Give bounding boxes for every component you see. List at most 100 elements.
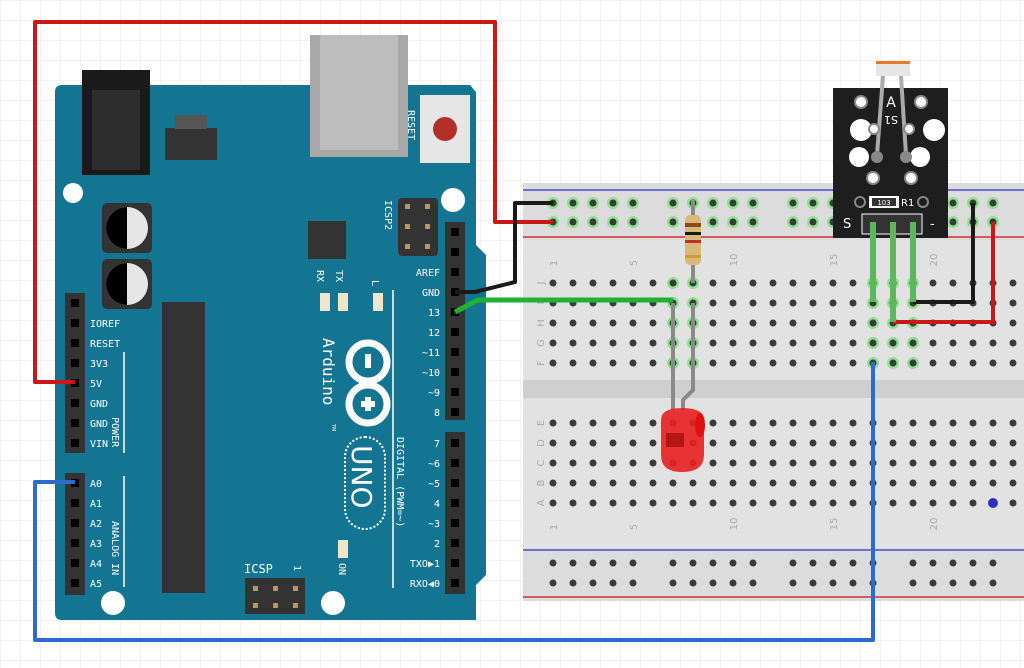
rail-hole[interactable] [709, 579, 717, 587]
rail-hole[interactable] [689, 579, 697, 587]
header-pin[interactable] [451, 439, 459, 447]
header-pin[interactable] [71, 539, 79, 547]
breadboard-hole[interactable] [769, 479, 777, 487]
breadboard-hole[interactable] [669, 279, 677, 287]
breadboard-hole[interactable] [549, 359, 557, 367]
breadboard-hole[interactable] [629, 479, 637, 487]
rail-hole[interactable] [729, 579, 737, 587]
breadboard-hole[interactable] [729, 279, 737, 287]
breadboard-hole[interactable] [729, 499, 737, 507]
breadboard-hole[interactable] [929, 359, 937, 367]
rail-hole[interactable] [749, 199, 757, 207]
rail-hole[interactable] [629, 199, 637, 207]
header-pin[interactable] [451, 539, 459, 547]
header-pin[interactable] [71, 419, 79, 427]
breadboard-hole[interactable] [989, 439, 997, 447]
breadboard-hole[interactable] [929, 479, 937, 487]
photoresistor-module[interactable]: A S1 103 R1 S - [833, 61, 948, 322]
breadboard-hole[interactable] [589, 359, 597, 367]
breadboard-hole[interactable] [649, 459, 657, 467]
breadboard-hole[interactable] [929, 459, 937, 467]
rail-hole[interactable] [709, 218, 717, 226]
rail-hole[interactable] [709, 559, 717, 567]
breadboard-hole[interactable] [729, 459, 737, 467]
header-pin[interactable] [71, 319, 79, 327]
breadboard-hole[interactable] [909, 439, 917, 447]
breadboard-hole[interactable] [589, 439, 597, 447]
breadboard-hole[interactable] [609, 319, 617, 327]
breadboard-hole[interactable] [609, 479, 617, 487]
rail-hole[interactable] [569, 199, 577, 207]
breadboard-hole[interactable] [1009, 479, 1017, 487]
breadboard-hole[interactable] [809, 499, 817, 507]
rail-hole[interactable] [709, 199, 717, 207]
breadboard-hole[interactable] [649, 279, 657, 287]
breadboard-hole[interactable] [749, 299, 757, 307]
breadboard-hole[interactable] [549, 279, 557, 287]
breadboard-hole[interactable] [949, 359, 957, 367]
breadboard-hole[interactable] [629, 419, 637, 427]
breadboard-hole[interactable] [749, 319, 757, 327]
breadboard-hole[interactable] [629, 359, 637, 367]
header-pin[interactable] [71, 359, 79, 367]
rail-hole[interactable] [669, 559, 677, 567]
header-pin[interactable] [451, 328, 459, 336]
breadboard-hole[interactable] [989, 339, 997, 347]
breadboard-hole[interactable] [909, 459, 917, 467]
header-pin[interactable] [451, 519, 459, 527]
breadboard-hole[interactable] [989, 359, 997, 367]
breadboard-hole[interactable] [849, 439, 857, 447]
breadboard-hole[interactable] [789, 279, 797, 287]
header-pin[interactable] [451, 559, 459, 567]
breadboard-hole[interactable] [969, 459, 977, 467]
breadboard-hole[interactable] [869, 339, 877, 347]
breadboard-hole[interactable] [809, 459, 817, 467]
breadboard-hole[interactable] [649, 499, 657, 507]
breadboard-hole[interactable] [769, 319, 777, 327]
breadboard-hole[interactable] [949, 479, 957, 487]
breadboard-hole[interactable] [629, 459, 637, 467]
rail-hole[interactable] [809, 559, 817, 567]
breadboard-hole[interactable] [569, 319, 577, 327]
breadboard-hole[interactable] [549, 459, 557, 467]
breadboard-hole[interactable] [889, 479, 897, 487]
breadboard-hole[interactable] [749, 339, 757, 347]
breadboard-hole[interactable] [789, 459, 797, 467]
breadboard-hole[interactable] [689, 479, 697, 487]
breadboard-hole[interactable] [789, 299, 797, 307]
breadboard-hole[interactable] [769, 359, 777, 367]
breadboard-hole[interactable] [849, 459, 857, 467]
breadboard-hole[interactable] [749, 279, 757, 287]
breadboard-hole[interactable] [969, 479, 977, 487]
rail-hole[interactable] [569, 579, 577, 587]
breadboard-hole[interactable] [949, 279, 957, 287]
breadboard-hole[interactable] [829, 499, 837, 507]
rail-hole[interactable] [589, 199, 597, 207]
breadboard-hole[interactable] [709, 479, 717, 487]
rail-hole[interactable] [949, 199, 957, 207]
rail-hole[interactable] [669, 579, 677, 587]
breadboard-hole[interactable] [749, 499, 757, 507]
rail-hole[interactable] [629, 579, 637, 587]
breadboard-hole[interactable] [669, 479, 677, 487]
breadboard-hole[interactable] [729, 359, 737, 367]
resistor[interactable] [685, 200, 701, 283]
wire-gnd[interactable] [455, 201, 553, 294]
breadboard-hole[interactable] [829, 359, 837, 367]
rail-hole[interactable] [729, 218, 737, 226]
header-pin[interactable] [451, 499, 459, 507]
header-pin[interactable] [451, 248, 459, 256]
breadboard-hole[interactable] [549, 319, 557, 327]
breadboard-hole[interactable] [569, 359, 577, 367]
breadboard-hole[interactable] [629, 499, 637, 507]
breadboard-hole[interactable] [749, 359, 757, 367]
breadboard-hole[interactable] [609, 439, 617, 447]
rail-hole[interactable] [609, 218, 617, 226]
rail-hole[interactable] [849, 559, 857, 567]
breadboard-hole[interactable] [949, 459, 957, 467]
breadboard-hole[interactable] [889, 339, 897, 347]
breadboard-hole[interactable] [989, 459, 997, 467]
breadboard-hole[interactable] [929, 439, 937, 447]
rail-hole[interactable] [589, 218, 597, 226]
breadboard-hole[interactable] [749, 479, 757, 487]
